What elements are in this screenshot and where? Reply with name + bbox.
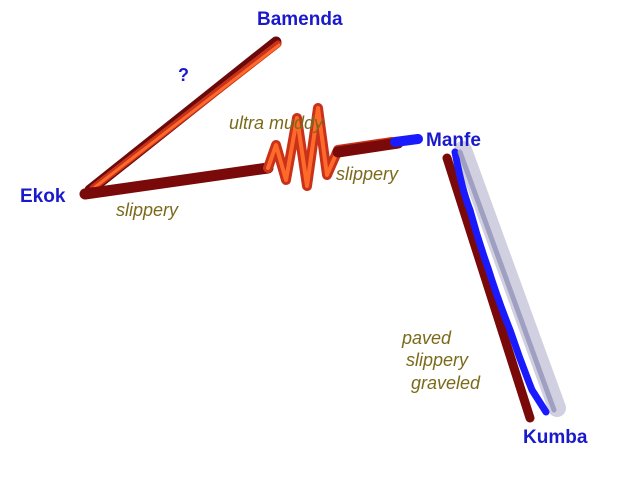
road-condition-label-manfe-kumba-3: graveled (411, 373, 481, 393)
city-label-kumba: Kumba (523, 427, 588, 448)
city-label-bamenda: Bamenda (257, 9, 343, 30)
road-condition-label-manfe-kumba-1: paved (401, 328, 452, 348)
road-manfe-kumba (442, 141, 566, 423)
road-condition-label-manfe-kumba-2: slippery (406, 350, 469, 370)
city-label-ekok: Ekok (20, 186, 66, 207)
road-ekok-bamenda (84, 36, 282, 196)
road-condition-label-ekok-manfe-1: slippery (116, 200, 179, 220)
road-condition-label-ekok-manfe-2: ultra muddy (229, 113, 324, 133)
road-condition-unknown-label: ? (178, 65, 189, 85)
city-label-manfe: Manfe (426, 130, 481, 151)
road-condition-label-ekok-manfe-3: slippery (336, 164, 399, 184)
road-ekok-manfe (79, 103, 423, 200)
